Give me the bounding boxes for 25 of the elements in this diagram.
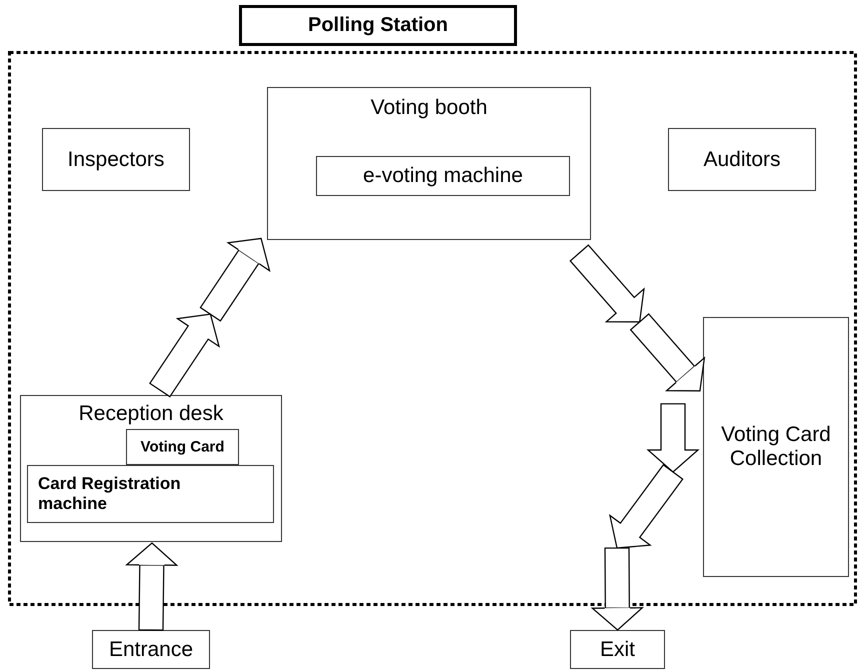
entrance-box	[92, 630, 210, 669]
node-label: Inspectors	[66, 147, 166, 172]
node-label: Entrance	[108, 637, 194, 662]
card-box	[126, 429, 239, 465]
desk-box	[20, 395, 282, 542]
exit-box	[570, 630, 665, 669]
station-title: Polling Station	[239, 5, 517, 46]
node-label: Card Registration machine	[37, 474, 182, 514]
role-box	[42, 128, 190, 191]
block-arrow	[569, 244, 705, 392]
node-label: Voting booth	[370, 96, 488, 120]
block-arrow	[592, 403, 700, 631]
node-label: Reception desk	[78, 402, 224, 426]
machine-box	[27, 465, 274, 523]
booth-box	[267, 87, 591, 240]
machine-box	[316, 156, 570, 196]
node-label: Voting Card Collection	[720, 422, 832, 472]
node-label: Exit	[598, 637, 636, 662]
role-box	[668, 128, 816, 191]
block-arrow	[126, 542, 178, 631]
node-label: Auditors	[702, 147, 782, 172]
block-arrow	[149, 238, 270, 398]
node-label: Voting Card	[140, 438, 226, 456]
collection-box	[703, 317, 849, 577]
node-label: e-voting machine	[362, 164, 524, 188]
